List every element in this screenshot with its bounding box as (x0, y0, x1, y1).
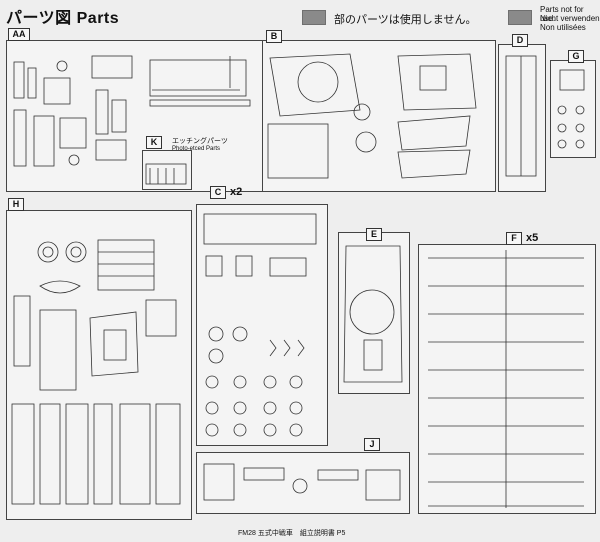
photo-etched-caption-jp: エッチングパーツ (172, 138, 228, 145)
sprue-k-label: K (146, 136, 162, 149)
sprue-f-label: F (506, 232, 522, 245)
sprue-e-frame (338, 232, 410, 394)
unused-parts-note-jp: 部のパーツは使用しません。 (334, 14, 477, 26)
sprue-d-label: D (512, 34, 528, 47)
sprue-aa-label: AA (8, 28, 30, 41)
page-title: パーツ図 Parts (6, 10, 120, 27)
sprue-e-label: E (366, 228, 382, 241)
unused-parts-swatch (302, 10, 326, 25)
sprue-b-label: B (266, 30, 282, 43)
photo-etched-caption-en: Photo-etced Parts (172, 146, 221, 152)
sprue-f-multiplier: x5 (526, 232, 539, 244)
sprue-g-frame (550, 60, 596, 158)
sprue-j-label: J (364, 438, 380, 451)
unused-parts-note-en-2: Nicht verwenden (540, 14, 600, 23)
sprue-h-frame (6, 210, 192, 520)
sprue-b-frame (262, 40, 496, 192)
page-footer: FM28 五式中戦車 組立説明書 P5 (238, 530, 346, 537)
unused-parts-swatch-2 (508, 10, 532, 25)
sprue-j-frame (196, 452, 410, 514)
sprue-c-multiplier: x2 (230, 186, 243, 198)
sprue-c-label: C (210, 186, 226, 199)
unused-parts-note-en-1: Parts not for use. (540, 5, 584, 23)
sprue-g-label: G (568, 50, 584, 63)
sprue-f-frame (418, 244, 596, 514)
sprue-h-label: H (8, 198, 24, 211)
unused-parts-note-en-3: Non utilisées (540, 23, 586, 32)
